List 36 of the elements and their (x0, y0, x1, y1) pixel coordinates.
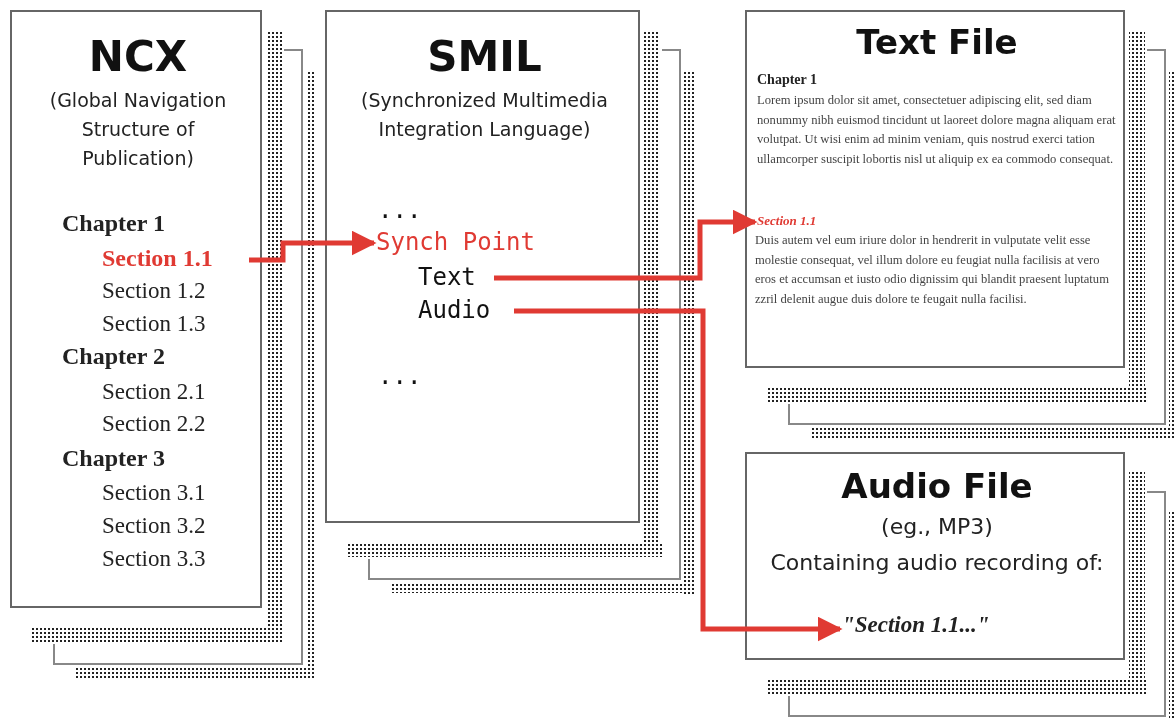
body-text: Containing audio recording of: (769, 549, 1105, 577)
entry-text: "Section 1.1..." (842, 612, 991, 638)
arrow (249, 230, 377, 263)
section-entry: Section 3.1 (102, 480, 206, 506)
ellipsis: ... (378, 196, 422, 224)
page-title: Audio File (840, 466, 1034, 506)
page-title: Text File (855, 22, 1019, 62)
arrow (514, 308, 843, 642)
body-text: (eg., MP3) (880, 514, 994, 539)
entry-text: Section 1.1 (102, 245, 214, 272)
body-text: (Synchronized Multimedia Integration Language) (360, 88, 609, 142)
chapter-heading: Chapter 2 (62, 343, 165, 370)
section-entry: Section 2.2 (102, 411, 206, 437)
ellipsis: ... (378, 362, 422, 390)
document-page (10, 10, 262, 608)
section-entry: Section 1.2 (102, 278, 206, 304)
document-page (745, 10, 1125, 368)
body-text: Lorem ipsum dolor sit amet, consectetuer adipiscing elit, sed diam nonummy nibh euismod tincidunt ut laoreet dolore magna aliquam erat volutpat. Ut wisi enim ad minim veniam, quis nostrud exerci tation ullamcorper suscipit lobortis nisl ut aliquip ex ea commodo consequat. (757, 92, 1117, 168)
chapter-heading: Chapter 3 (62, 445, 165, 472)
section-entry: Section 1.3 (102, 311, 206, 337)
body-text: (Global Navigation Structure of Publication) (48, 88, 228, 171)
entry-text: Text (418, 263, 477, 291)
section-entry: Section 3.3 (102, 546, 206, 572)
chapter-heading: Chapter 1 (62, 210, 165, 237)
document-page (745, 452, 1125, 660)
section-entry: Section 2.1 (102, 379, 206, 405)
document-page (325, 10, 640, 523)
section-entry: Section 3.2 (102, 513, 206, 539)
body-text: Chapter 1 (757, 72, 819, 88)
entry-text: Section 1.1 (757, 213, 818, 229)
page-title: NCX (87, 32, 189, 81)
arrow (494, 209, 758, 281)
body-text: Duis autem vel eum iriure dolor in hendrerit in vulputate velit esse molestie consequat, vel illum dolore eu feugiat nulla facilisis at vero eros et accumsan et iusto odio dignissim qui blandit praesent luptatum zzril delenit augue duis dolore te feugait nulla facilisi. (755, 232, 1110, 308)
entry-text: Audio (418, 296, 492, 324)
entry-text: Synch Point (376, 228, 536, 256)
page-title: SMIL (426, 32, 543, 81)
